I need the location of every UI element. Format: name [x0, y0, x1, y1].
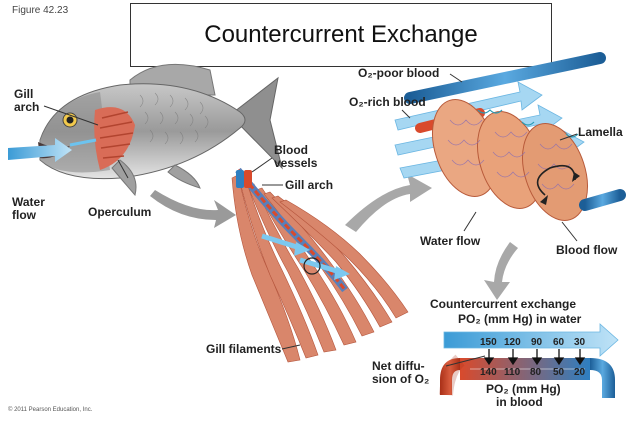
water-po2-value: 60	[553, 336, 564, 349]
lamella-label: Lamella	[578, 126, 623, 139]
operculum-label: Operculum	[88, 206, 151, 219]
o2-rich-blood-label: O₂-rich blood	[349, 96, 426, 109]
gill-arch-label: Gill arch	[14, 88, 39, 114]
blood-vessels-label-line2: vessels	[274, 157, 317, 170]
blood-vessels-label: Blood vessels	[274, 144, 317, 170]
blood-po2-value: 110	[504, 366, 520, 379]
po2-blood-label: PO₂ (mm Hg) in blood	[486, 383, 561, 409]
blood-po2-value: 20	[574, 366, 585, 379]
water-po2-value: 30	[574, 336, 585, 349]
po2-water-label: PO₂ (mm Hg) in water	[458, 313, 581, 326]
water-flow-label: Water flow	[12, 196, 45, 222]
gill-arch-label-line2: arch	[14, 101, 39, 114]
lamellae-illustration	[395, 58, 620, 229]
blood-po2-value: 50	[553, 366, 564, 379]
net-diffusion-label: Net diffu- sion of O₂	[372, 360, 429, 386]
po2-blood-label-line2: in blood	[486, 396, 561, 409]
blood-flow-label: Blood flow	[556, 244, 617, 257]
gill-filaments-label: Gill filaments	[206, 343, 281, 356]
net-diffusion-label-line2: sion of O₂	[372, 373, 429, 386]
water-po2-value: 90	[531, 336, 542, 349]
blood-po2-value: 140	[480, 366, 497, 379]
o2-poor-blood-label: O₂-poor blood	[358, 67, 439, 80]
water-po2-value: 150	[480, 336, 497, 349]
water-po2-value: 120	[504, 336, 521, 349]
blood-po2-value: 80	[530, 366, 541, 379]
copyright-notice: © 2011 Pearson Education, Inc.	[8, 404, 92, 417]
water-flow-label-line2: flow	[12, 209, 45, 222]
gill-arch-label-2: Gill arch	[285, 179, 333, 192]
countercurrent-exchange-label: Countercurrent exchange	[430, 298, 576, 311]
water-flow-label-2: Water flow	[420, 235, 480, 248]
